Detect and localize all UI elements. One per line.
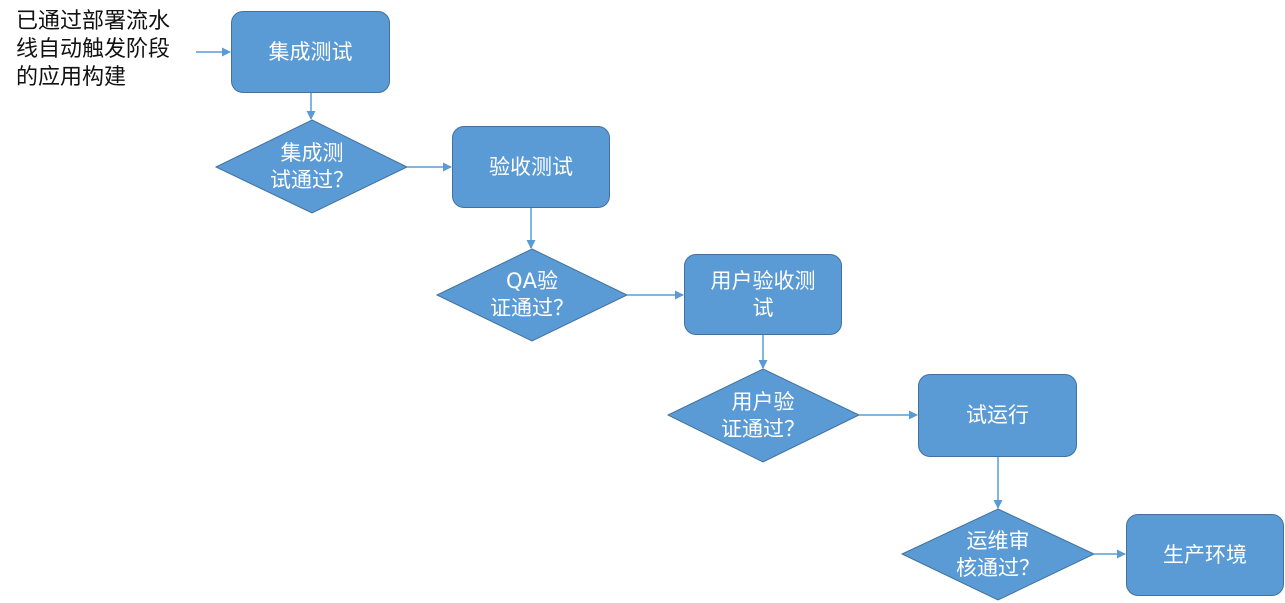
decision-user-line-2: 证通过？	[721, 417, 805, 441]
decision-qa-passed-diamond	[435, 248, 629, 342]
decision-user-line-1: 用户验	[731, 390, 795, 414]
decision-qa-passed-label: QA验 证通过？	[472, 268, 592, 322]
decision-integration-line-2: 试通过？	[270, 168, 354, 192]
decision-integration-line-1: 集成测	[280, 141, 344, 165]
step-acceptance-test-label: 验收测试	[489, 154, 573, 179]
start-note: 已通过部署流水 线自动触发阶段 的应用构建	[16, 8, 191, 92]
start-note-line-2: 线自动触发阶段	[16, 37, 171, 62]
decision-user-passed-diamond	[666, 368, 861, 463]
decision-ops-line-1: 运维审	[966, 529, 1030, 553]
decision-integration-passed-label: 集成测 试通过？	[252, 140, 372, 194]
decision-qa-line-1: QA验	[506, 269, 558, 293]
decision-ops-passed-label: 运维审 核通过？	[938, 528, 1058, 582]
step-production: 生产环境	[1126, 514, 1284, 596]
step-uat-label-line-1: 用户验收测	[710, 268, 816, 293]
step-uat-label-line-2: 试	[752, 295, 774, 320]
decision-ops-passed-diamond	[900, 508, 1096, 601]
step-acceptance-test: 验收测试	[452, 126, 610, 208]
step-production-label: 生产环境	[1163, 542, 1247, 567]
step-trial-run: 试运行	[918, 374, 1077, 457]
start-note-line-3: 的应用构建	[16, 65, 127, 90]
step-integration-test: 集成测试	[231, 11, 390, 93]
decision-ops-line-2: 核通过？	[956, 556, 1040, 580]
start-note-line-1: 已通过部署流水	[16, 9, 171, 34]
step-integration-test-label: 集成测试	[268, 39, 353, 64]
step-user-acceptance-test: 用户验收测 试	[684, 254, 842, 335]
decision-integration-passed-diamond	[214, 119, 409, 214]
decision-qa-line-2: 证通过？	[490, 296, 574, 320]
step-trial-run-label: 试运行	[966, 403, 1029, 427]
decision-user-passed-label: 用户验 证通过？	[703, 389, 823, 443]
